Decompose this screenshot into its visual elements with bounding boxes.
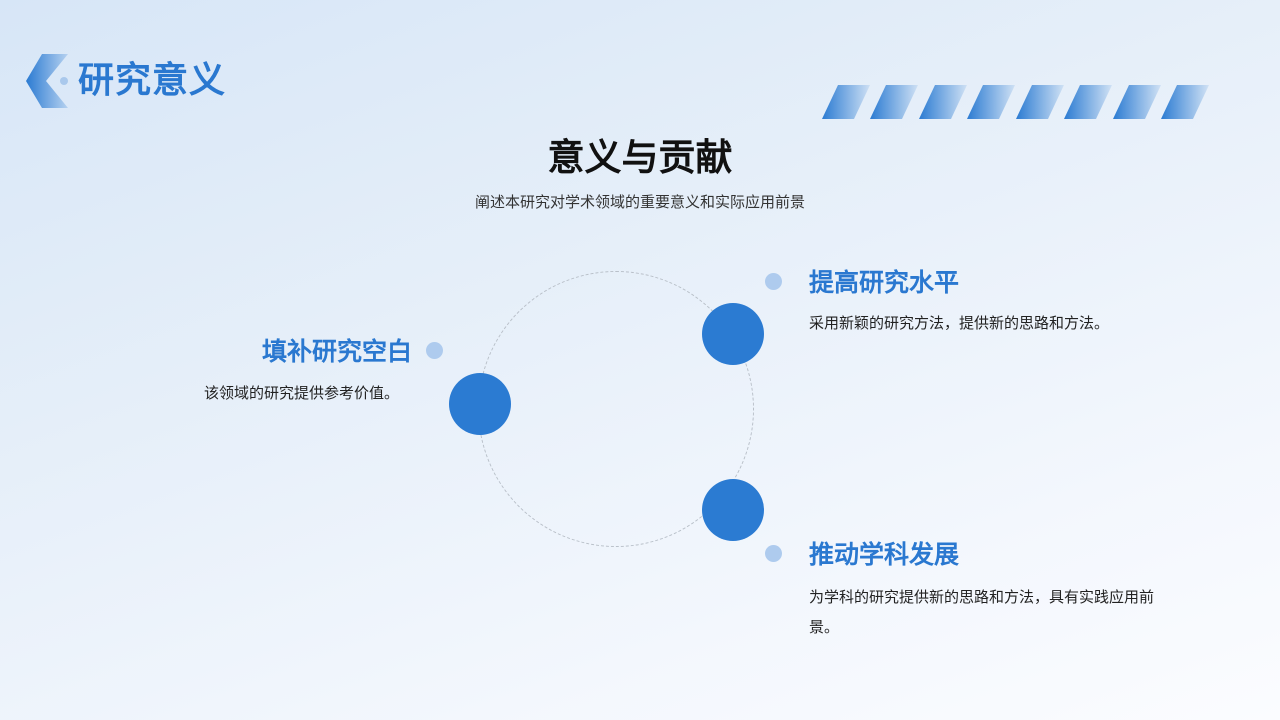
header-dot — [60, 77, 68, 85]
item-desc: 为学科的研究提供新的思路和方法，具有实践应用前景。 — [809, 588, 1155, 636]
bullet-dot-2 — [765, 273, 782, 290]
node-circle-2 — [702, 303, 764, 365]
item-title: 填补研究空白 — [261, 337, 412, 366]
item-desc: 采用新颖的研究方法，提供新的思路和方法。 — [809, 314, 1110, 332]
item-3: 推动学科发展 为学科的研究提供新的思路和方法，具有实践应用前景。 — [809, 538, 1154, 642]
item-desc: 该领域的研究提供参考价值。 — [204, 384, 400, 402]
item-title: 提高研究水平 — [809, 268, 960, 297]
page-title: 研究意义 — [78, 60, 227, 101]
item-2: 提高研究水平 采用新颖的研究方法，提供新的思路和方法。 — [809, 266, 1209, 338]
item-1: 填补研究空白 — [180, 335, 412, 369]
node-circle-1 — [449, 373, 511, 435]
chevron-left-icon — [26, 54, 68, 108]
item-title: 推动学科发展 — [809, 540, 960, 569]
bullet-dot-1 — [426, 342, 443, 359]
decorative-stripes — [822, 85, 1209, 119]
section-title: 意义与贡献 — [547, 136, 733, 179]
bullet-dot-3 — [765, 545, 782, 562]
node-circle-3 — [702, 479, 764, 541]
section-subtitle: 阐述本研究对学术领域的重要意义和实际应用前景 — [474, 193, 805, 211]
